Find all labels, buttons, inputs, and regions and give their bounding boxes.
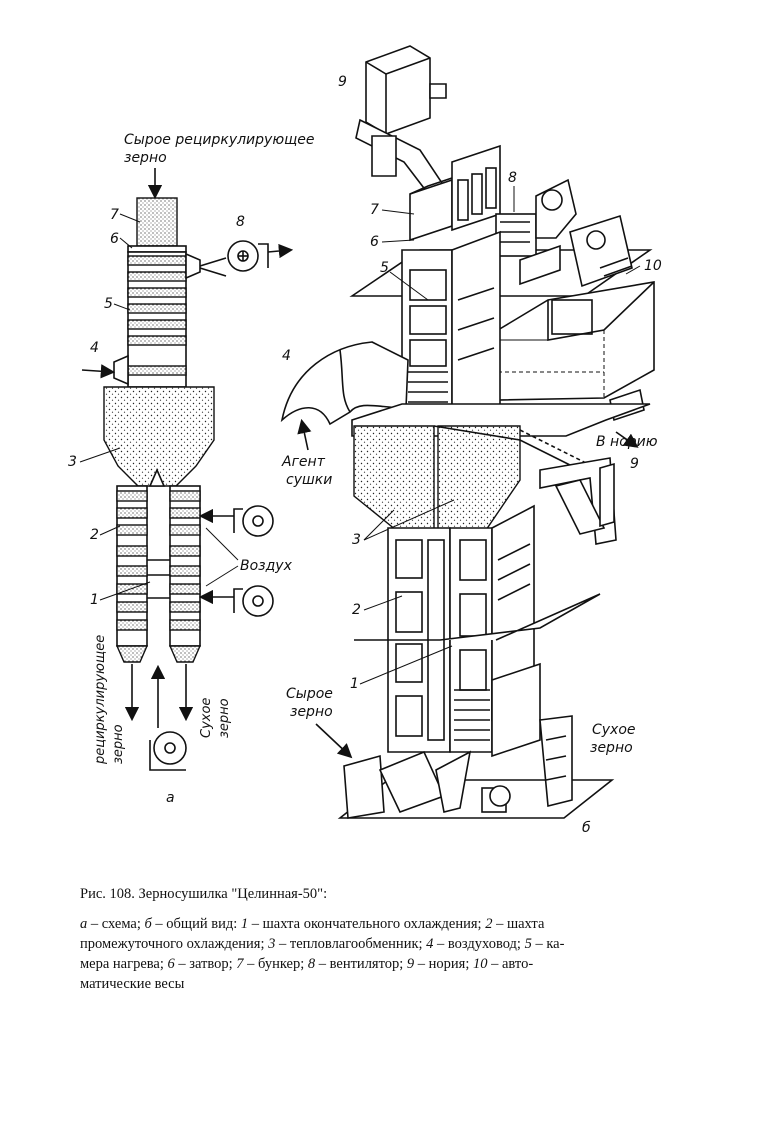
to-noria-label: В норию [596, 434, 658, 450]
right-lower-column [491, 662, 541, 758]
noria-out-right [539, 457, 617, 545]
air-duct-4-b [280, 341, 409, 426]
recirc-grain-out-label: рециркулирующее [93, 635, 108, 765]
recirc-grain-out-label-2: зерно [111, 724, 126, 764]
air-fan-lower-icon [233, 585, 274, 617]
label-5-b: 5 [380, 260, 389, 276]
label-2-b: 2 [352, 602, 361, 618]
diagram-a-schematic: Сырое рециркулирующее зерно [68, 132, 315, 806]
heat-exchanger-3-b [353, 425, 601, 531]
label-1-b: 1 [350, 676, 359, 692]
noria-9 [355, 45, 447, 198]
label-2: 2 [90, 527, 99, 543]
to-noria-label-2: 9 [630, 456, 639, 472]
fan-8-icon [227, 240, 269, 272]
cooling-shafts [115, 485, 202, 663]
raw-recirc-grain-label: Сырое рециркулирующее [124, 132, 315, 148]
label-8-b: 8 [508, 170, 517, 186]
label-7-b: 7 [370, 202, 379, 218]
raw-grain-label-2: зерно [290, 704, 333, 720]
conveyor-box [497, 281, 655, 422]
heating-chamber-5 [127, 251, 187, 388]
label-9-top: 9 [338, 74, 347, 90]
air-fan-upper-icon [233, 505, 274, 537]
drying-agent-label: Агент [281, 454, 326, 470]
dry-grain-label: Сухое [592, 722, 636, 738]
label-10: 10 [644, 258, 662, 274]
subfigure-b-label: б [582, 820, 591, 836]
label-7: 7 [110, 207, 119, 223]
cooling-shafts-b [387, 504, 535, 753]
raw-grain-label: Сырое [286, 686, 333, 702]
heating-chamber-5-b [401, 230, 501, 422]
label-1: 1 [90, 592, 99, 608]
label-8: 8 [236, 214, 245, 230]
caption-title: Рис. 108. Зерносушилка "Целинная-50": [80, 886, 327, 902]
label-4-b: 4 [282, 348, 291, 364]
label-3: 3 [68, 454, 77, 470]
top-structure [409, 144, 501, 242]
dry-grain-out-label-2: зерно [217, 698, 232, 738]
caption-line-1: а – схема; б – общий вид: 1 – шахта окон… [80, 916, 545, 932]
base-machinery [343, 715, 573, 819]
diagram-b-general-view: 9 7 6 8 10 [280, 45, 662, 836]
hopper-7 [136, 197, 178, 247]
gate-6 [127, 245, 187, 253]
caption-line-3: мера нагрева; 6 – затвор; 7 – бункер; 8 … [80, 956, 533, 972]
bottom-fan-icon [149, 731, 187, 771]
caption-line-2: промежуточного охлаждения; 3 – тепловлаг… [80, 936, 565, 952]
label-3-b: 3 [352, 532, 361, 548]
raw-recirc-grain-label-2: зерно [124, 150, 167, 166]
drying-agent-label-2: сушки [286, 472, 332, 488]
lower-platform-line [354, 593, 601, 641]
dry-grain-label-2: зерно [590, 740, 633, 756]
subfigure-a-label: а [166, 790, 175, 806]
label-6-b: 6 [370, 234, 379, 250]
exhaust-duct [185, 252, 201, 280]
label-6: 6 [110, 231, 119, 247]
fan-8-b-icon [495, 178, 577, 286]
label-5: 5 [104, 296, 113, 312]
air-duct-4 [113, 354, 129, 386]
air-label: Воздух [240, 558, 293, 574]
heat-exchanger-3 [103, 386, 215, 487]
automatic-weigher-10 [569, 214, 633, 288]
figure-caption: Рис. 108. Зерносушилка "Целинная-50": а … [80, 886, 565, 992]
dry-grain-out-label: Сухое [199, 698, 214, 738]
caption-line-4: матические весы [80, 976, 185, 992]
label-4: 4 [90, 340, 99, 356]
